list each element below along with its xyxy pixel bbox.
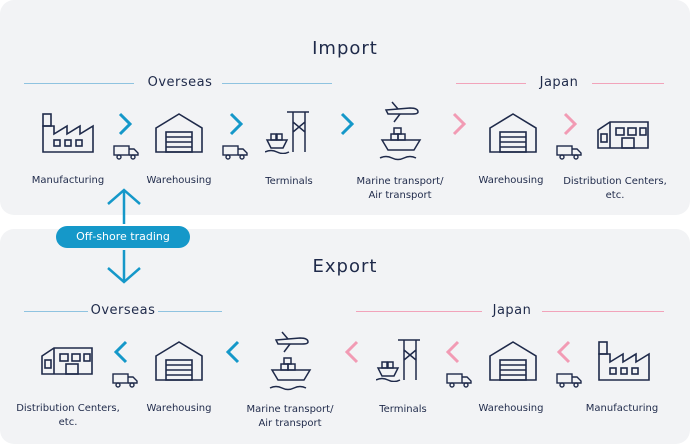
import-title: Import [312, 38, 378, 59]
import-step-label: Manufacturing [31, 175, 105, 186]
export-step-label: Warehousing [478, 403, 544, 414]
truck-icon [113, 144, 139, 160]
export-japan-line-right [542, 311, 664, 312]
export-japan-line-left [356, 311, 482, 312]
export-step-label: Warehousing [146, 403, 212, 414]
truck-icon [556, 372, 582, 388]
truck-icon [112, 372, 138, 388]
chevron-left-icon [345, 340, 359, 364]
import-overseas-label: Overseas [147, 75, 213, 90]
chevron-right-icon [229, 112, 243, 136]
export-japan-label: Japan [492, 303, 532, 318]
import-overseas-line-right [222, 83, 332, 84]
chevron-left-icon [114, 340, 128, 364]
import-japan-line-left [456, 83, 526, 84]
export-overseas-line-right [158, 311, 222, 312]
import-step-label: Warehousing [478, 175, 544, 186]
export-panel [0, 229, 690, 444]
chevron-right-icon [118, 112, 132, 136]
import-overseas-line-left [24, 83, 134, 84]
double-arrow-icon [104, 186, 144, 288]
export-overseas-label: Overseas [90, 303, 156, 318]
export-step-label: Marine transport/Air transport [246, 404, 334, 429]
export-step-label: Manufacturing [585, 403, 659, 414]
export-step-label: Distribution Centers,etc. [16, 403, 120, 428]
export-title: Export [312, 256, 378, 277]
export-overseas-line-left [24, 311, 88, 312]
truck-icon [446, 372, 472, 388]
chevron-left-icon [446, 340, 460, 364]
import-step-label: Marine transport/Air transport [356, 176, 444, 201]
truck-icon [556, 144, 582, 160]
distribution-center-icon [40, 346, 94, 378]
import-step-label: Distribution Centers,etc. [563, 176, 667, 201]
export-step-label: Terminals [379, 404, 427, 415]
offshore-trading-badge: Off-shore trading [56, 226, 190, 248]
import-panel [0, 0, 690, 215]
warehouse-icon [154, 340, 204, 382]
warehouse-icon [488, 340, 538, 382]
import-japan-line-right [592, 83, 664, 84]
terminal-crane-icon [376, 336, 424, 382]
import-step-label: Terminals [265, 176, 313, 187]
import-japan-label: Japan [539, 75, 579, 90]
ship-plane-icon [268, 330, 314, 392]
ship-plane-icon [378, 100, 424, 162]
import-step-label: Warehousing [146, 175, 212, 186]
chevron-left-icon [557, 340, 571, 364]
chevron-right-icon [340, 112, 354, 136]
chevron-right-icon [563, 112, 577, 136]
terminal-crane-icon [265, 108, 313, 154]
factory-icon [596, 340, 652, 382]
chevron-right-icon [452, 112, 466, 136]
warehouse-icon [154, 112, 204, 154]
warehouse-icon [488, 112, 538, 154]
distribution-center-icon [596, 120, 650, 152]
chevron-left-icon [226, 340, 240, 364]
truck-icon [222, 144, 248, 160]
factory-icon [40, 112, 96, 154]
